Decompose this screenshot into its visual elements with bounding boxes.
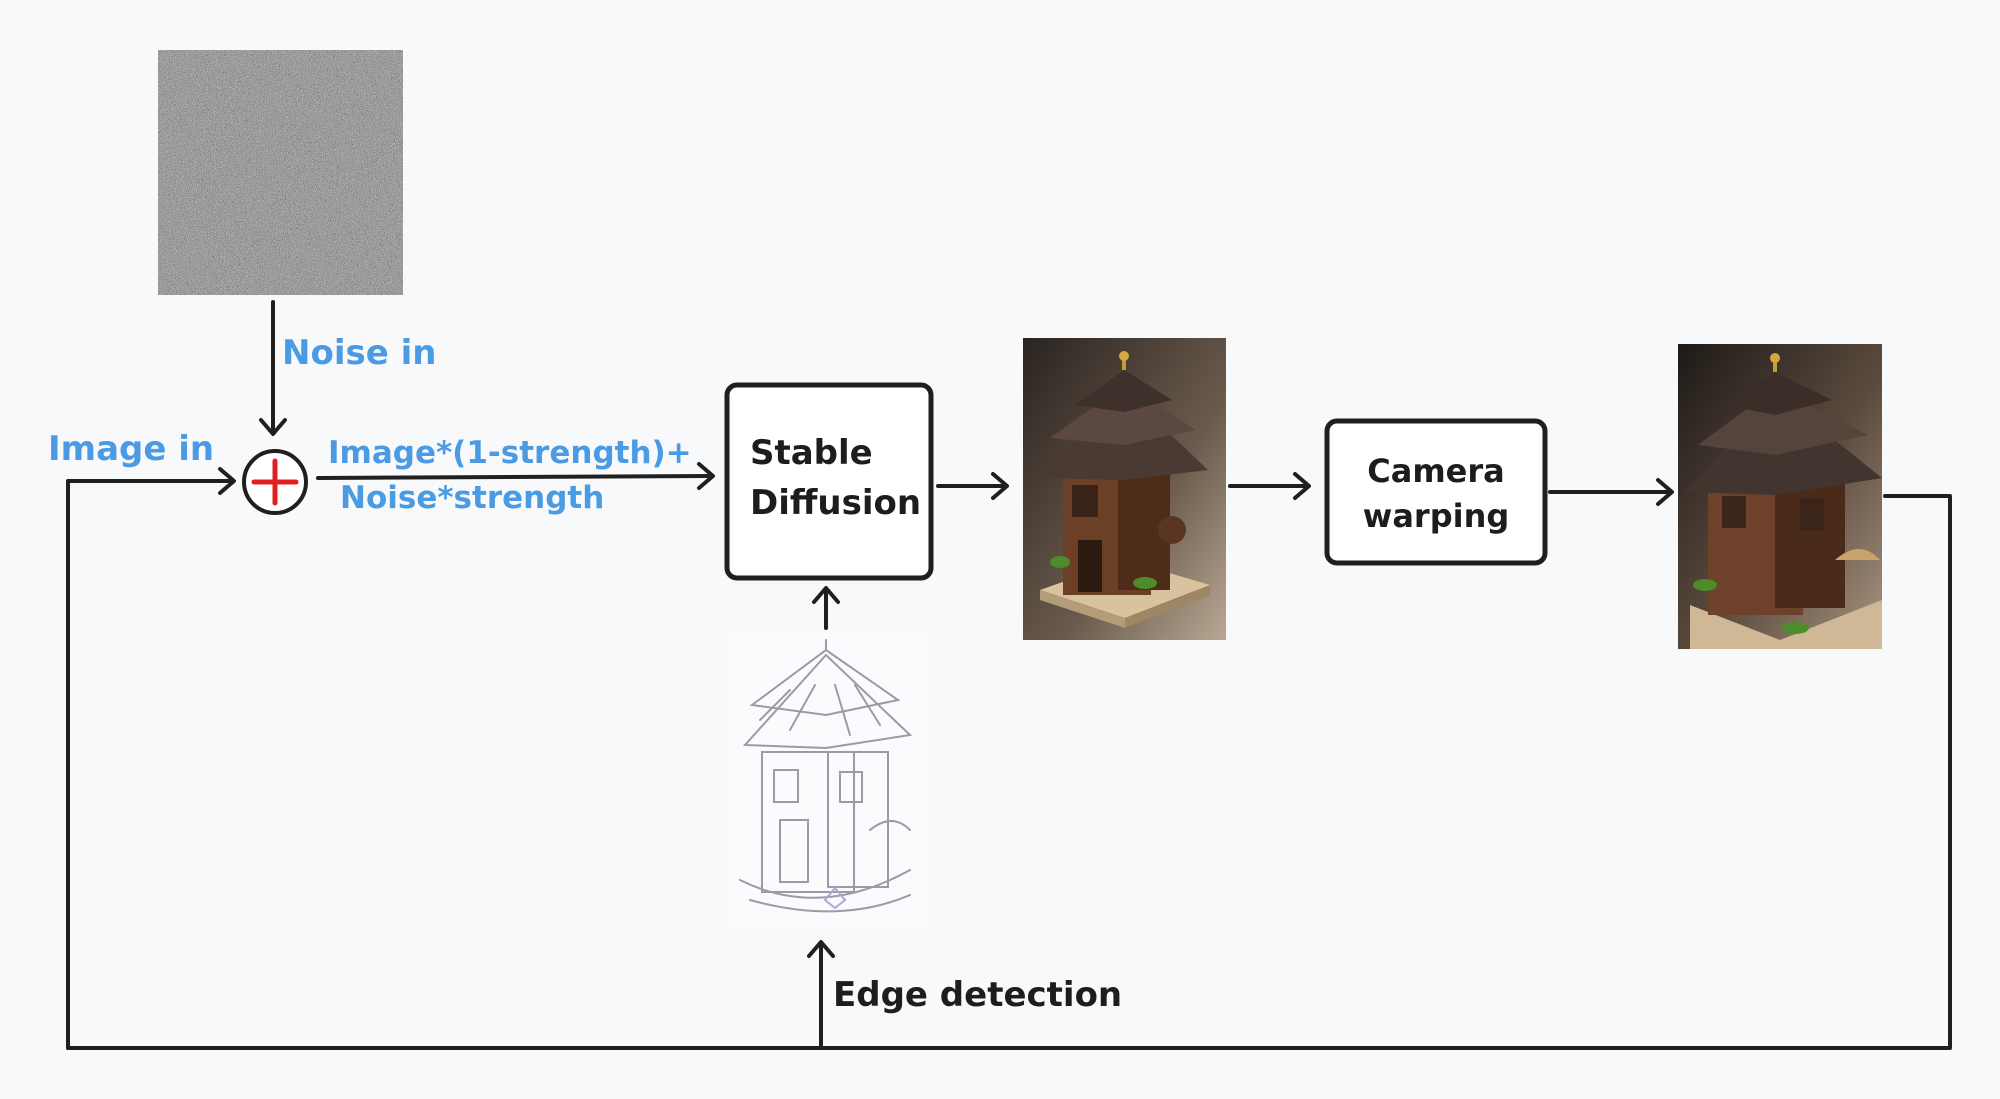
- camera-output-arrow: [1548, 478, 1674, 506]
- edge-detection-label: Edge detection: [833, 975, 1122, 1015]
- edge-detection-arrow: [807, 940, 835, 1050]
- stable-diffusion-label-line1: Stable: [750, 433, 873, 473]
- image-in-label: Image in: [48, 429, 214, 469]
- stable-diffusion-box: Stable Diffusion: [724, 382, 934, 581]
- camera-warping-label-line1: Camera: [1367, 452, 1505, 490]
- house-render-image: [1023, 338, 1226, 640]
- return-loop-line: [66, 494, 1952, 1050]
- noise-arrow: [259, 300, 287, 436]
- mix-label-line1: Image*(1-strength)+: [328, 435, 692, 471]
- render-camera-arrow: [1228, 472, 1311, 500]
- feedback-loop-arrow: [66, 467, 236, 1037]
- house-warped-image: [1678, 344, 1882, 649]
- stable-diffusion-label-line2: Diffusion: [750, 483, 921, 523]
- mix-label-line2: Noise*strength: [340, 480, 604, 516]
- edge-to-sd-arrow: [812, 586, 840, 630]
- edge-map-image: [727, 632, 927, 927]
- camera-warping-label-line2: warping: [1363, 497, 1510, 535]
- noise-in-label: Noise in: [282, 333, 436, 373]
- circle-plus-icon: [242, 449, 308, 515]
- camera-warping-box: Camera warping: [1324, 418, 1548, 566]
- noise-image: [158, 50, 403, 295]
- sd-output-arrow: [936, 472, 1009, 500]
- mix-arrow: [316, 462, 715, 490]
